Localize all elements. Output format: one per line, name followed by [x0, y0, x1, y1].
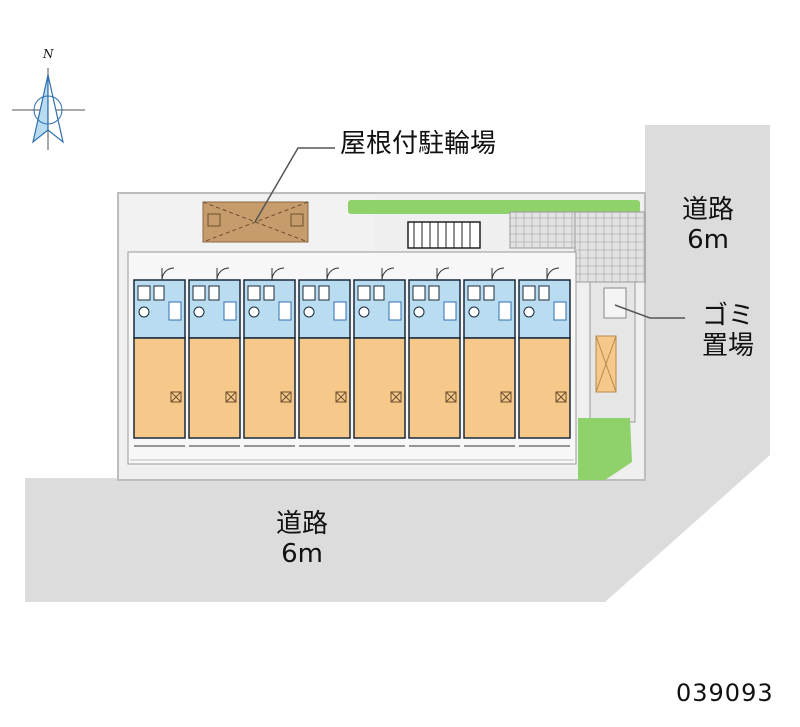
apartment-unit — [463, 267, 516, 447]
road-width: 6m — [281, 538, 323, 569]
staircase — [407, 221, 481, 249]
road-name: 道路 — [681, 195, 734, 225]
apartment-unit — [133, 267, 186, 447]
apartment-unit — [353, 267, 406, 447]
map-id: 039093 — [676, 679, 774, 707]
garbage-area — [589, 281, 636, 423]
road-east — [25, 125, 770, 602]
apartment-unit — [188, 267, 241, 447]
apartment-unit — [298, 267, 351, 447]
south-road-label: 道路 6m — [262, 509, 342, 570]
east-road-label: 道路 6m — [668, 195, 748, 256]
apartment-unit — [408, 267, 461, 447]
apartment-unit — [518, 267, 571, 447]
hedge-top — [348, 200, 640, 214]
tile-grid — [510, 212, 645, 282]
garbage-label: ゴミ 置場 — [688, 301, 768, 362]
north-label: N — [43, 47, 54, 61]
garbage-leader-line — [614, 304, 685, 319]
garbage-label-line-2: 置場 — [701, 330, 754, 361]
north-arrow-icon — [12, 68, 85, 150]
bike-leader-line — [254, 147, 335, 223]
garbage-label-line-1: ゴミ — [701, 301, 754, 331]
apartment-units — [133, 267, 571, 447]
apartment-unit — [243, 267, 296, 447]
road-name: 道路 — [275, 509, 328, 539]
bike-parking-label: 屋根付駐輪場 — [340, 129, 497, 159]
hedge-corner — [578, 418, 632, 480]
road-width: 6m — [687, 224, 729, 255]
